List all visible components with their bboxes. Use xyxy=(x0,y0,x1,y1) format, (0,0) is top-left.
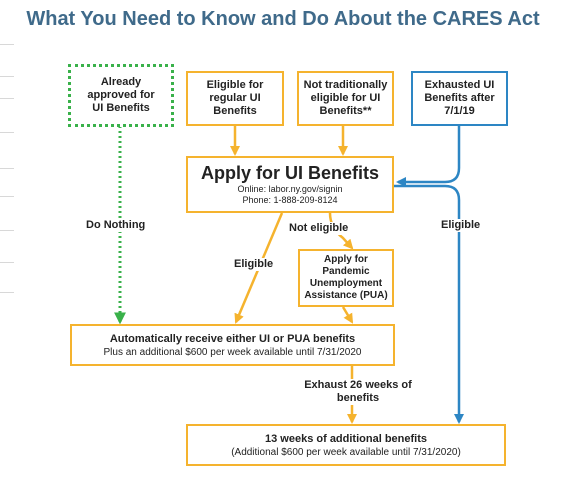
box-exhausted-text: Exhausted UI Benefits after 7/1/19 xyxy=(424,79,495,117)
label-exhaust-26-weeks: Exhaust 26 weeks of benefits xyxy=(299,379,417,405)
box-auto-receive: Automatically receive either UI or PUA b… xyxy=(70,324,395,366)
weeks-title: 13 weeks of additional benefits xyxy=(265,432,427,445)
box-13-weeks: 13 weeks of additional benefits (Additio… xyxy=(186,424,506,466)
label-do-nothing: Do Nothing xyxy=(84,219,148,232)
arrow-exhausted-to-apply xyxy=(396,126,461,187)
box-apply-pua: Apply for Pandemic Unemployment Assistan… xyxy=(298,249,394,307)
arrow-pua-to-auto xyxy=(341,306,354,324)
box-apply-pua-text: Apply for Pandemic Unemployment Assistan… xyxy=(304,254,388,301)
box-not-traditionally-eligible-text: Not traditionally eligible for UI Benefi… xyxy=(303,79,388,117)
box-already-approved-text: Already approved for UI Benefits xyxy=(87,76,155,114)
box-exhausted: Exhausted UI Benefits after 7/1/19 xyxy=(411,71,508,126)
arrow-apply-to-13weeks xyxy=(394,184,464,424)
label-eligible-right: Eligible xyxy=(439,219,483,232)
page-edge-marks xyxy=(0,0,18,490)
box-eligible-regular-text: Eligible for regular UI Benefits xyxy=(206,79,264,117)
box-already-approved: Already approved for UI Benefits xyxy=(68,64,174,127)
apply-phone: Phone: 1-888-209-8124 xyxy=(242,195,338,205)
apply-title: Apply for UI Benefits xyxy=(200,163,379,183)
auto-sub: Plus an additional $600 per week availab… xyxy=(103,346,362,358)
weeks-sub: (Additional $600 per week available unti… xyxy=(231,446,461,458)
apply-online: Online: labor.ny.gov/signin xyxy=(237,184,343,194)
label-eligible-left: Eligible xyxy=(232,258,276,271)
box-apply-ui-benefits: Apply for UI Benefits Online: labor.ny.g… xyxy=(186,156,394,213)
auto-title: Automatically receive either UI or PUA b… xyxy=(109,332,356,345)
box-eligible-regular: Eligible for regular UI Benefits xyxy=(186,71,284,126)
box-not-traditionally-eligible: Not traditionally eligible for UI Benefi… xyxy=(297,71,394,126)
label-not-eligible: Not eligible xyxy=(289,222,349,235)
page-title: What You Need to Know and Do About the C… xyxy=(26,8,540,30)
